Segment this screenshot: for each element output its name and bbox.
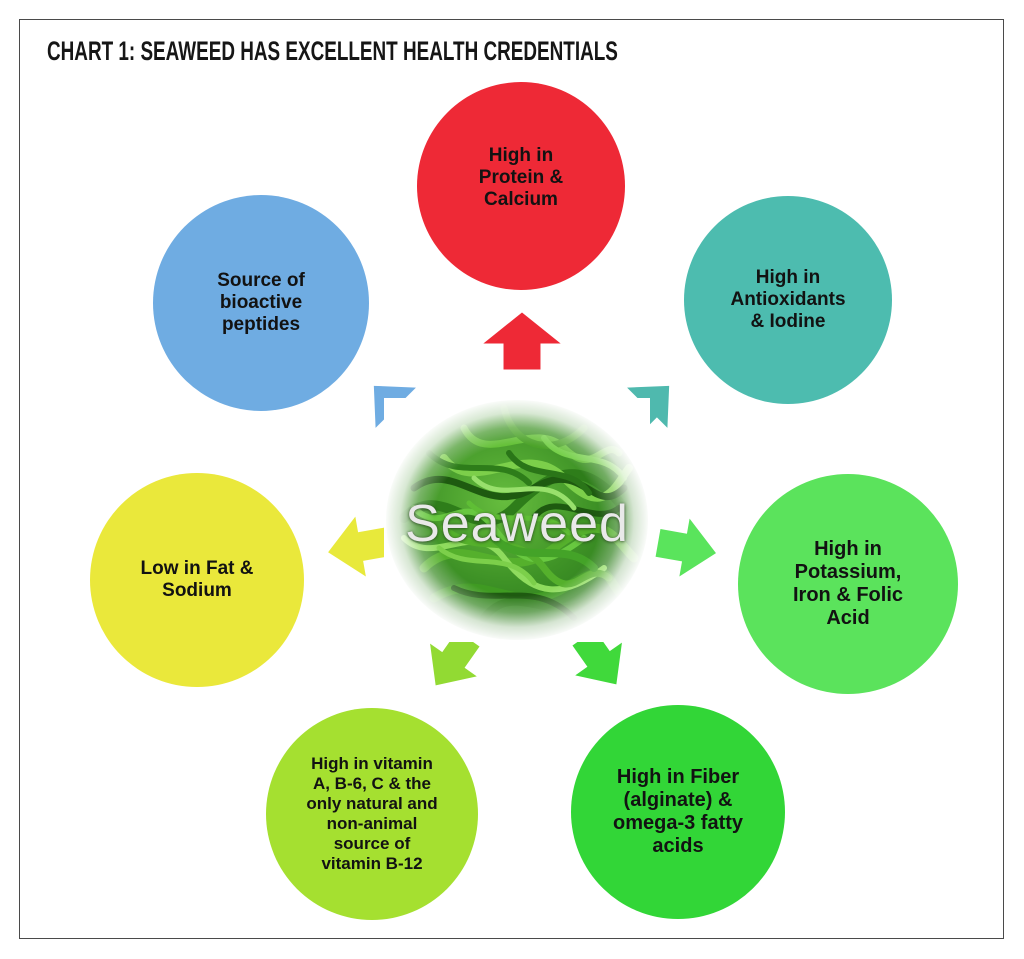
node-label: High in vitamin A, B-6, C & the only nat… (306, 753, 438, 874)
node-label: High in Antioxidants & Iodine (730, 266, 846, 333)
seaweed-photo: Seaweed (384, 398, 650, 642)
node-low-fat-sodium: Low in Fat & Sodium (90, 473, 304, 687)
arrow-left-icon (328, 516, 391, 577)
node-antioxidants-iodine: High in Antioxidants & Iodine (684, 196, 892, 404)
arrow-down-right-icon (572, 629, 622, 685)
node-label: Source of bioactive peptides (217, 269, 305, 336)
node-fiber-omega3: High in Fiber (alginate) & omega-3 fatty… (571, 705, 785, 919)
node-vitamins-b12: High in vitamin A, B-6, C & the only nat… (266, 708, 478, 920)
node-label: Low in Fat & Sodium (140, 557, 254, 601)
seaweed-texture-image (384, 398, 650, 642)
chart-title: CHART 1: SEAWEED HAS EXCELLENT HEALTH CR… (47, 36, 618, 66)
arrow-right-icon (655, 518, 716, 577)
node-bioactive-peptides: Source of bioactive peptides (153, 195, 369, 411)
node-label: High in Fiber (alginate) & omega-3 fatty… (612, 765, 744, 858)
arrow-up-icon (483, 312, 561, 370)
node-label: High in Potassium, Iron & Folic Acid (793, 537, 903, 630)
seaweed-label: Seaweed (405, 495, 629, 553)
node-label: High in Protein & Calcium (478, 144, 564, 211)
node-protein-calcium: High in Protein & Calcium (417, 82, 625, 290)
arrow-down-left-icon (430, 630, 480, 686)
node-potassium-iron-folic: High in Potassium, Iron & Folic Acid (738, 474, 958, 694)
